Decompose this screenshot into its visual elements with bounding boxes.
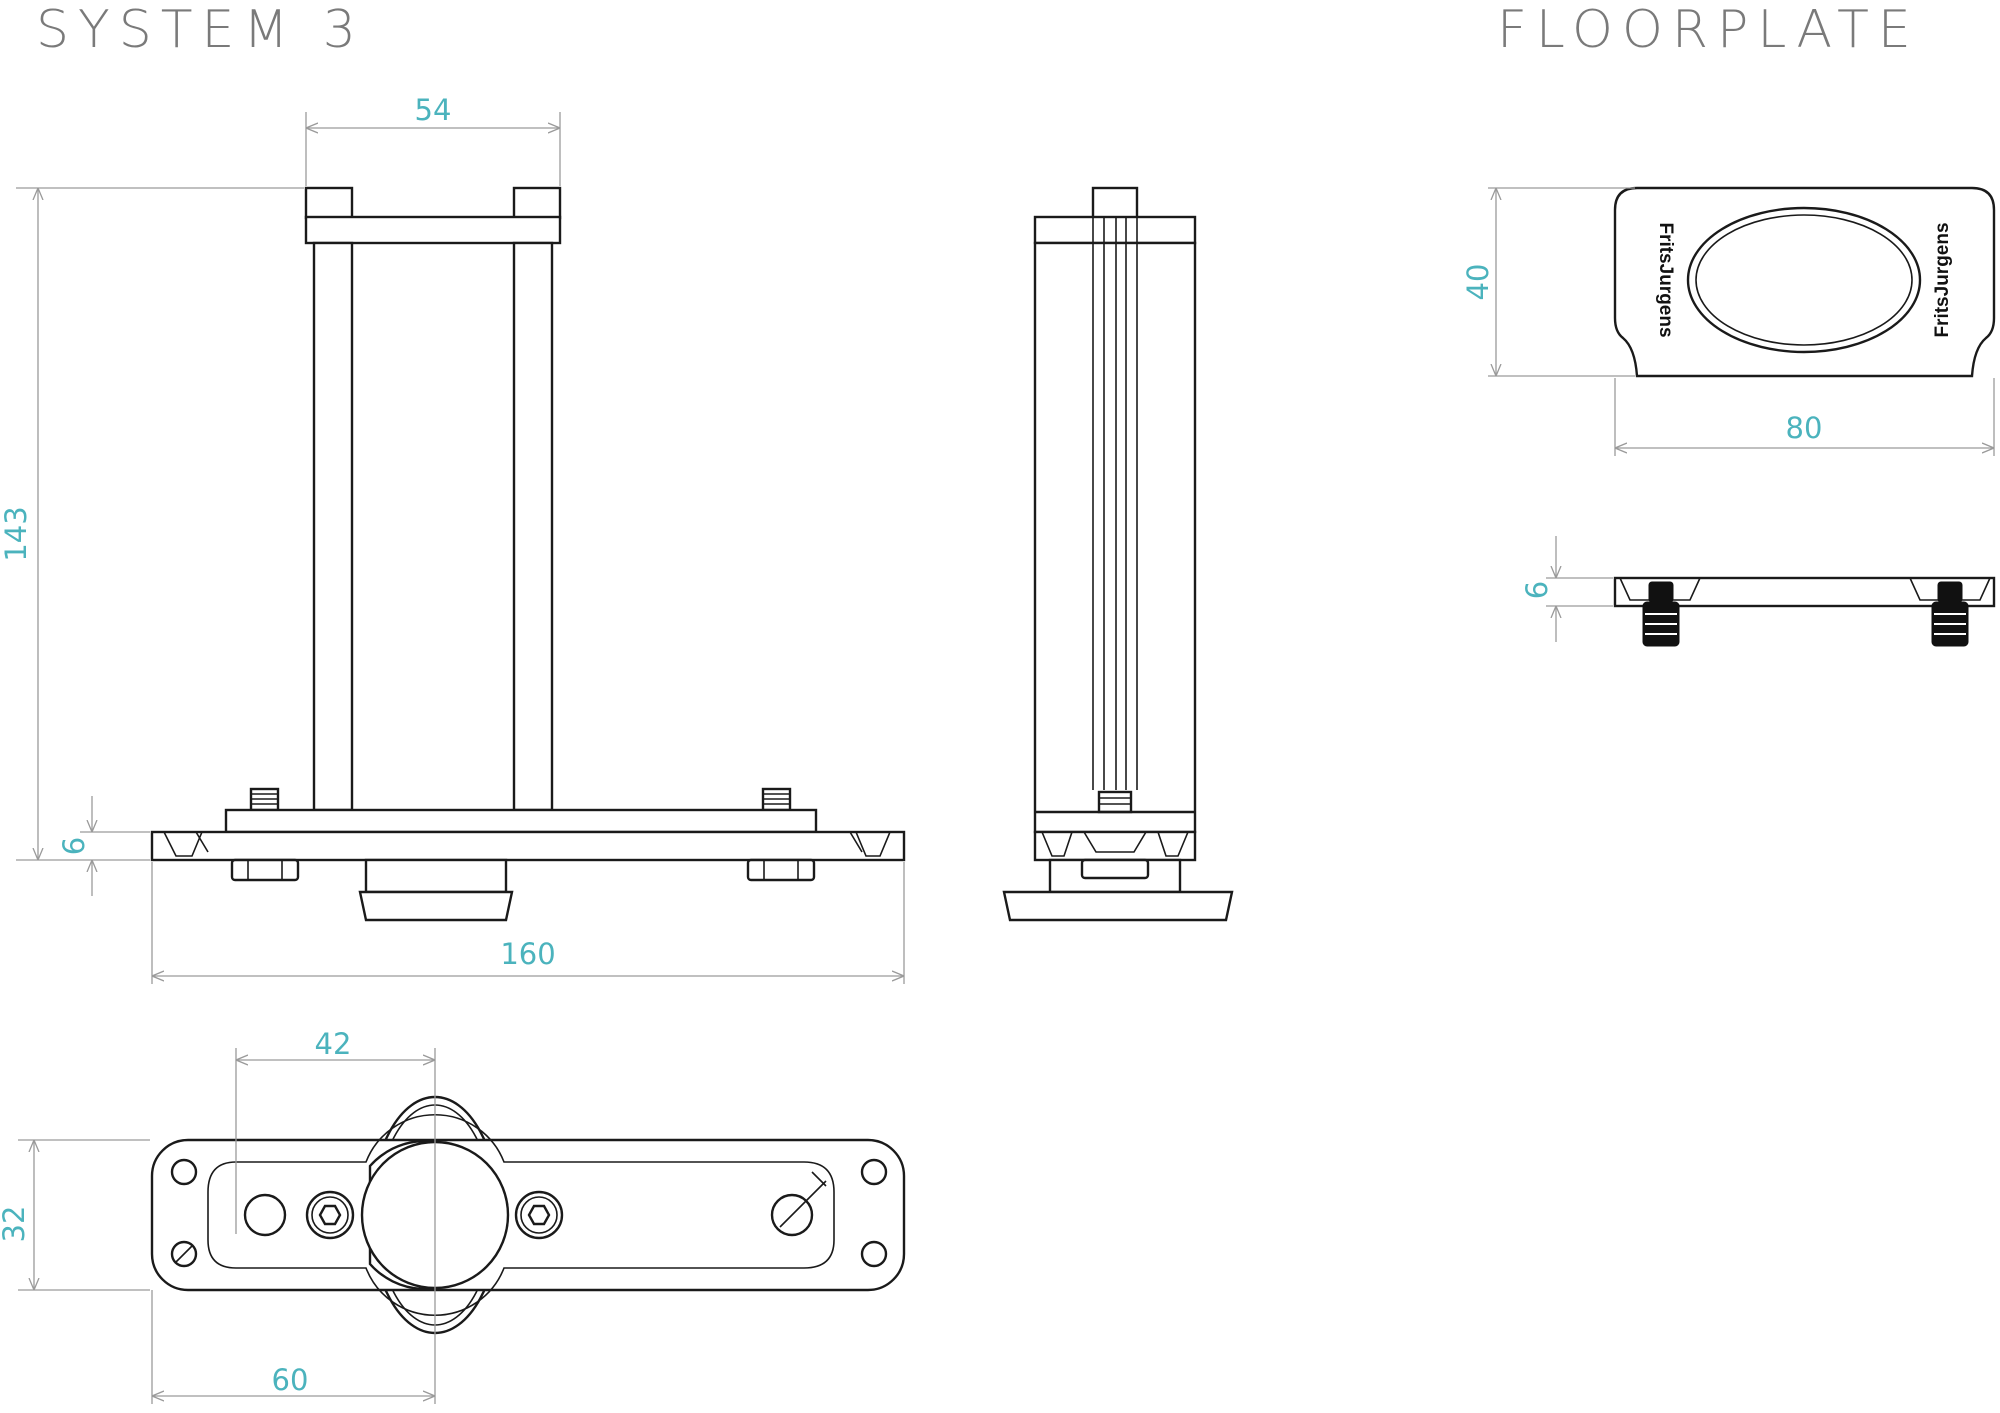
top-block-left [304, 186, 354, 220]
post-right [512, 241, 554, 812]
system-title: SYSTEM 3 [36, 0, 365, 60]
floorplate-side-view [1613, 576, 1996, 647]
side-view [1002, 186, 1234, 922]
dim-label-42: 42 [315, 1027, 352, 1061]
side-top-cap [1033, 215, 1197, 245]
stud-right [761, 787, 792, 812]
floorplate-top-view: FritsJurgens FritsJurgens [1613, 186, 1996, 378]
base-plate [150, 830, 906, 862]
brand-logo-left: FritsJurgens [1655, 222, 1676, 337]
nut-right [746, 858, 816, 882]
floorplate-top-dimensions [1488, 187, 1995, 456]
pivot-body [364, 858, 508, 894]
floorplate-screw-right [1931, 581, 1969, 647]
side-body [1033, 241, 1197, 834]
side-pivot-cap [1002, 890, 1234, 922]
dim-label-60: 60 [272, 1363, 309, 1397]
dim-label-80: 80 [1786, 411, 1823, 445]
stud-left [249, 787, 280, 812]
dim-label-6-front: 6 [57, 837, 91, 855]
slot-hole-left [243, 1193, 287, 1237]
front-view [150, 186, 906, 922]
dim-label-32: 32 [0, 1206, 31, 1243]
side-nut [1080, 858, 1150, 880]
dim-label-54: 54 [415, 93, 452, 127]
hole-top-right [860, 1158, 888, 1186]
hex-bolt-right [514, 1190, 564, 1240]
pivot-cap [358, 890, 514, 922]
floorplate-side-plate [1613, 576, 1996, 608]
hole-top-left [170, 1158, 198, 1186]
floorplate-oval [1686, 206, 1922, 354]
dim-label-143: 143 [0, 506, 33, 561]
dim-label-40: 40 [1461, 264, 1495, 301]
dim-label-160: 160 [500, 937, 555, 971]
hole-bottom-right [860, 1240, 888, 1268]
side-top-block [1091, 186, 1139, 220]
countersink-right-outer [855, 831, 891, 857]
countersink-left-outer [163, 831, 203, 857]
hex-bolt-left [305, 1190, 355, 1240]
bottom-dimensions [18, 1048, 436, 1404]
floorplate-screw-left [1642, 581, 1680, 647]
floorplate-title: FLOORPLATE [1497, 0, 1920, 60]
inner-slot [207, 1114, 835, 1316]
dim-label-6-floorplate: 6 [1520, 581, 1554, 599]
side-stud [1097, 790, 1133, 814]
body-plate [224, 808, 818, 834]
nut-left [230, 858, 300, 882]
brand-logo-right: FritsJurgens [1932, 222, 1953, 337]
top-block-right [512, 186, 562, 220]
front-dimensions [16, 112, 905, 984]
floorplate-side-dimensions [1546, 536, 1613, 642]
post-left [312, 241, 354, 812]
bottom-view [150, 1095, 906, 1335]
top-cap [304, 215, 562, 245]
